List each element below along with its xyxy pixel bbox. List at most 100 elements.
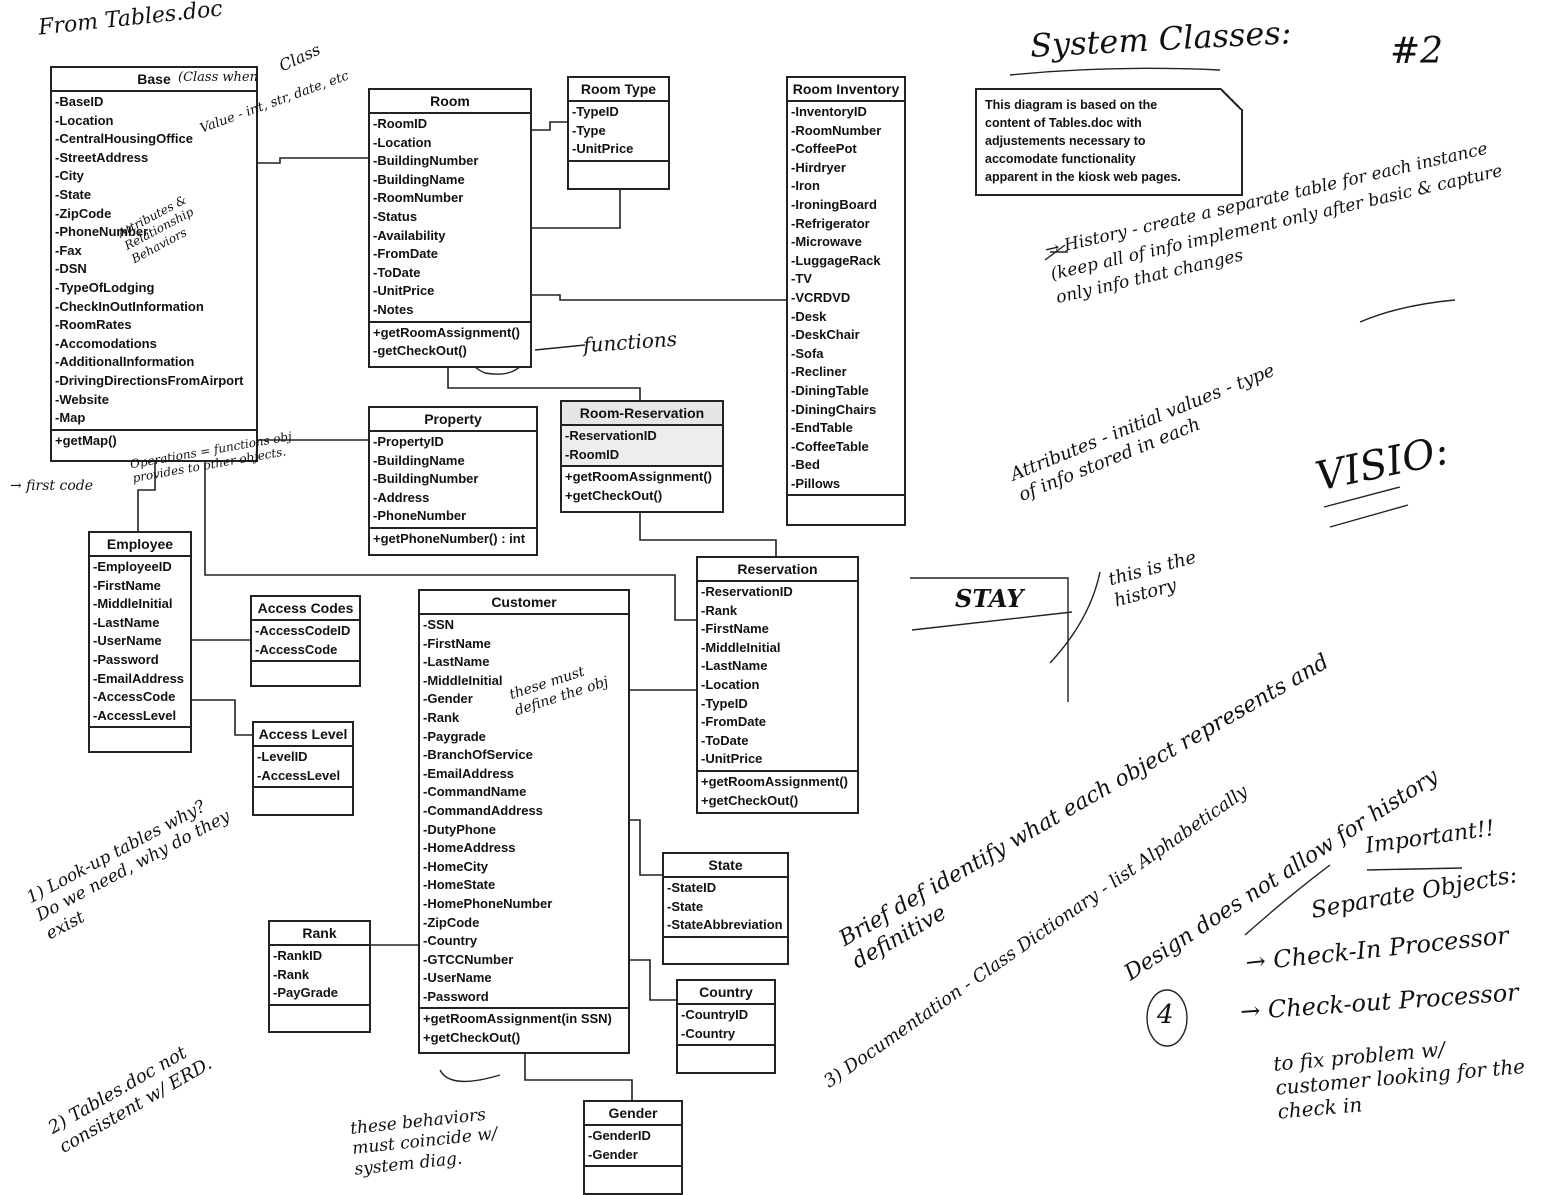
attribute-item: -CommandName — [423, 784, 527, 800]
class-title: Employee — [90, 533, 190, 557]
class-room-reservation[interactable]: Room-Reservation -ReservationID-RoomID +… — [560, 400, 724, 513]
note-attribute-types: Attributes - initial values - type of in… — [1007, 359, 1278, 506]
method-list: +getRoomAssignment()-getCheckOut() — [370, 320, 530, 362]
class-customer[interactable]: Customer -SSN-FirstName-LastName-MiddleI… — [418, 589, 630, 1054]
attribute-item: -AccessCode — [93, 689, 176, 705]
attribute-item: -Location — [373, 134, 432, 150]
attribute-item: -ToDate — [373, 264, 421, 280]
attribute-item: -Password — [423, 988, 489, 1004]
attribute-item: -BuildingName — [373, 171, 465, 187]
method-list — [664, 935, 787, 956]
class-title: Country — [678, 981, 774, 1005]
attribute-item: -TypeOfLodging — [55, 279, 155, 295]
attribute-item: -StateID — [667, 880, 717, 895]
attribute-item: -Rank — [701, 602, 738, 618]
attribute-item: -Pillows — [791, 475, 841, 491]
method-item: +getCheckOut() — [565, 487, 663, 503]
class-title: Customer — [420, 591, 628, 615]
note-base-class: (Class when — [178, 70, 258, 85]
attribute-item: -AccessLevel — [93, 707, 177, 723]
attribute-item: -BaseID — [55, 94, 104, 109]
attribute-item: -CentralHousingOffice — [55, 131, 193, 147]
attribute-item: -Paygrade — [423, 728, 486, 744]
attribute-item: -FromDate — [373, 246, 439, 262]
attribute-item: -DSN — [55, 261, 87, 277]
class-room[interactable]: Room -RoomID-Location-BuildingNumber-Bui… — [368, 88, 532, 368]
attribute-item: -StreetAddress — [55, 149, 149, 165]
attribute-item: -CommandAddress — [423, 802, 543, 818]
attribute-item: -RoomNumber — [791, 122, 882, 138]
attribute-item: -RoomRates — [55, 317, 132, 333]
attribute-list: -GenderID-Gender — [585, 1126, 681, 1165]
class-access-level[interactable]: Access Level -LevelID-AccessLevel — [252, 721, 354, 816]
attribute-item: -LastName — [423, 654, 490, 670]
attribute-item: -ReservationID — [565, 428, 657, 443]
attribute-item: -Desk — [791, 308, 827, 324]
method-item: +getRoomAssignment() — [701, 773, 848, 789]
class-title: Access Codes — [252, 597, 359, 621]
class-room-inventory[interactable]: Room Inventory -InventoryID-RoomNumber-C… — [786, 76, 906, 526]
diagram-info-note: This diagram is based on the content of … — [975, 88, 1243, 196]
class-access-codes[interactable]: Access Codes -AccessCodeID -AccessCode — [250, 595, 361, 687]
method-list — [270, 1003, 369, 1024]
class-room-type[interactable]: Room Type -TypeID-Type-UnitPrice — [567, 76, 670, 190]
attribute-item: -Location — [701, 676, 760, 692]
attribute-item: -Accomodations — [55, 335, 157, 351]
attribute-item: -TV — [791, 271, 812, 287]
attribute-item: -HomeState — [423, 877, 496, 893]
class-base[interactable]: Base -BaseID-Location-CentralHousingOffi… — [50, 66, 258, 462]
attribute-item: -PayGrade — [273, 985, 339, 1001]
class-property[interactable]: Property -PropertyID-BuildingName-Buildi… — [368, 406, 538, 556]
note-class: Class — [275, 39, 324, 76]
page-number-note: #2 — [1390, 31, 1444, 72]
method-list — [254, 786, 352, 806]
attribute-item: -Notes — [373, 301, 414, 317]
attribute-item: -DiningChairs — [791, 401, 877, 417]
method-item: +getCheckOut() — [701, 792, 799, 808]
attribute-list: -ReservationID-RoomID — [562, 426, 722, 466]
attribute-item: -Country — [423, 933, 478, 949]
class-title: Rank — [270, 922, 369, 946]
attribute-item: -HomeAddress — [423, 840, 516, 856]
class-rank[interactable]: Rank -RankID-Rank-PayGrade — [268, 920, 371, 1033]
attribute-list: -LevelID-AccessLevel — [254, 747, 352, 786]
attribute-item: -EmployeeID — [93, 559, 172, 574]
from-tables-note: From Tables.doc — [37, 0, 224, 41]
class-state[interactable]: State -StateID-State-StateAbbreviation — [662, 852, 789, 965]
attribute-item: -StateAbbreviation — [667, 917, 783, 933]
note-visio: VISIO: — [1311, 427, 1453, 501]
attribute-list: -BaseID-Location-CentralHousingOffice-St… — [52, 92, 256, 429]
attribute-item: -ToDate — [701, 732, 749, 748]
attribute-item: -Password — [93, 651, 159, 667]
attribute-item: -Hirdryer — [791, 159, 846, 175]
attribute-item: -PhoneNumber — [55, 224, 149, 240]
note-checkin: → Check-In Processor — [1244, 921, 1510, 977]
method-item: +getRoomAssignment() — [565, 469, 712, 485]
attribute-item: -PhoneNumber — [373, 508, 467, 524]
attribute-item: -LastName — [701, 658, 768, 674]
attribute-item: -FirstName — [701, 621, 769, 637]
attribute-item: -GTCCNumber — [423, 951, 514, 967]
attribute-item: -AccessCodeID — [255, 623, 351, 638]
attribute-item: -Microwave — [791, 234, 862, 250]
note-separate-objects: Separate Objects: — [1309, 862, 1520, 924]
class-gender[interactable]: Gender -GenderID-Gender — [583, 1100, 683, 1195]
class-reservation[interactable]: Reservation -ReservationID-Rank-FirstNam… — [696, 556, 859, 814]
attribute-item: -UnitPrice — [572, 141, 634, 157]
attribute-item: -InventoryID — [791, 104, 867, 119]
note-tables-doc: 2) Tables.doc not consistent w/ ERD. — [44, 1042, 216, 1158]
attribute-item: -Availability — [373, 227, 446, 243]
attribute-item: -EndTable — [791, 420, 853, 436]
attribute-item: -LuggageRack — [791, 252, 881, 268]
attribute-item: -ReservationID — [701, 584, 793, 599]
attribute-item: -AccessLevel — [257, 767, 341, 783]
class-country[interactable]: Country -CountryID-Country — [676, 979, 776, 1074]
attribute-item: -Rank — [273, 966, 310, 982]
note-behaviors: these behaviors must coincide w/ system … — [349, 1104, 499, 1180]
class-employee[interactable]: Employee -EmployeeID-FirstName-MiddleIni… — [88, 531, 192, 753]
attribute-item: -AccessCode — [255, 641, 338, 657]
attribute-list: -ReservationID-Rank-FirstName-MiddleInit… — [698, 582, 857, 770]
attribute-item: -HomePhoneNumber — [423, 895, 553, 911]
attribute-item: -Bed — [791, 457, 820, 473]
attribute-item: -Gender — [423, 691, 473, 707]
